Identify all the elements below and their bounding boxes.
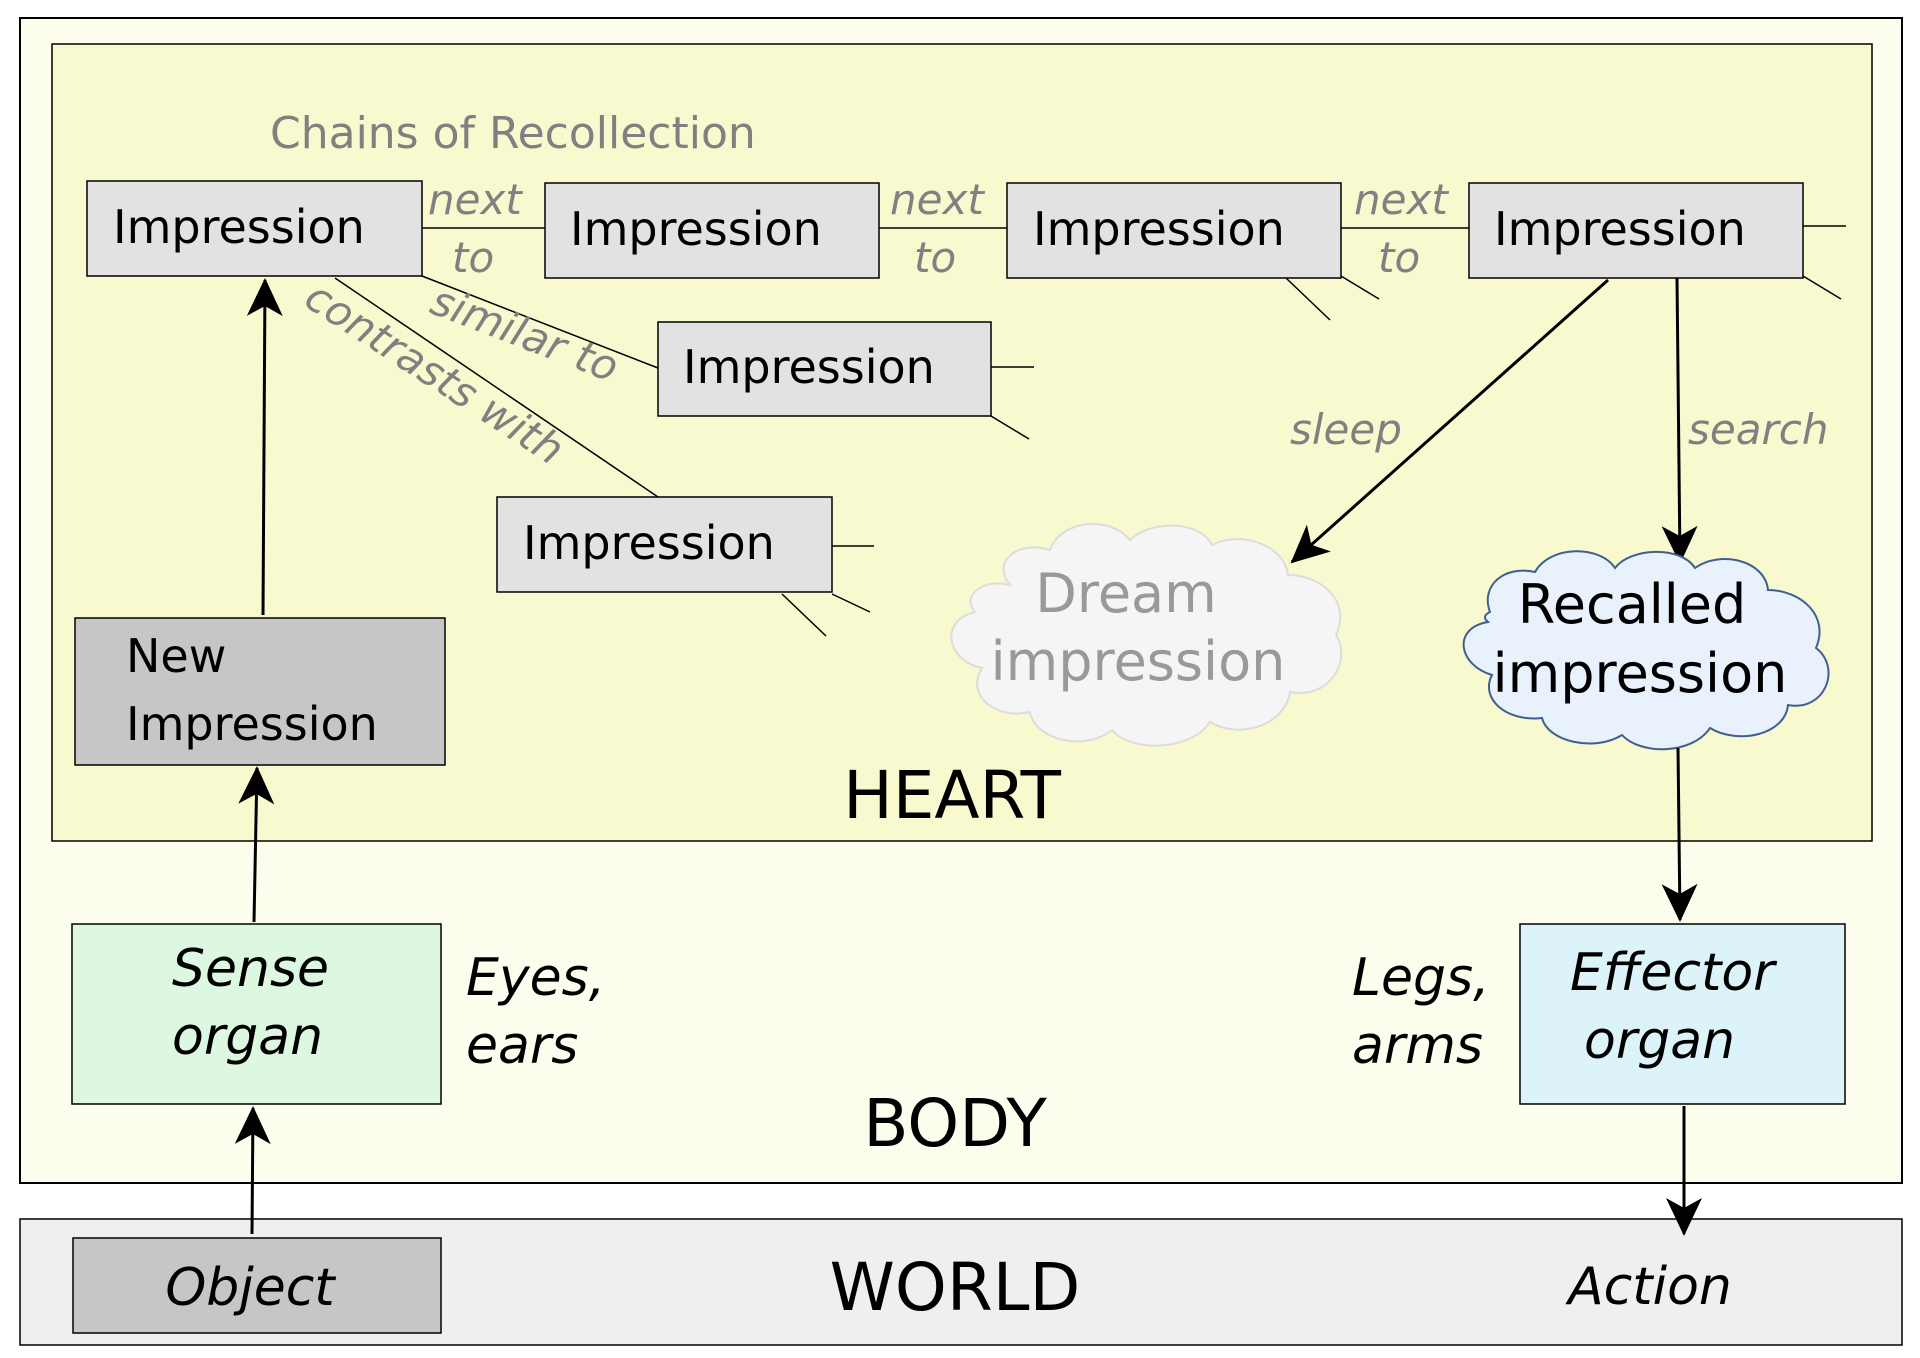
dream-line-2: impression <box>991 630 1286 693</box>
object-to-sense-arrow <box>234 1106 271 1235</box>
to-label-2: to <box>914 233 956 282</box>
impression-5-label: Impression <box>683 340 935 394</box>
heart-label: HEART <box>843 757 1062 834</box>
sense-organ-box: Sense organ <box>71 923 442 1105</box>
sense-note-line-2: ears <box>466 1016 578 1076</box>
effector-note-line-1: Legs, <box>1352 948 1490 1008</box>
recalled-to-effector-arrow <box>1661 747 1698 922</box>
impression-1-label: Impression <box>113 200 365 254</box>
to-label-1: to <box>452 233 494 282</box>
new-impression-box: New Impression <box>74 617 446 766</box>
recalled-line-1: Recalled <box>1518 573 1747 636</box>
impression-4: Impression <box>1468 182 1804 279</box>
effector-line-2: organ <box>1584 1011 1735 1071</box>
effector-note-line-2: arms <box>1352 1016 1483 1076</box>
action-label: Action <box>1565 1257 1732 1317</box>
sleep-arrow <box>1290 278 1609 564</box>
world-label: WORLD <box>830 1249 1081 1326</box>
sense-line-1: Sense <box>172 939 329 999</box>
next-label-2: next <box>890 175 985 224</box>
impression-1: Impression <box>86 180 423 277</box>
impression-6: Impression <box>496 496 833 593</box>
search-label: search <box>1688 405 1828 454</box>
object-label: Object <box>165 1258 336 1318</box>
to-label-3: to <box>1378 233 1420 282</box>
next-label-1: next <box>428 175 523 224</box>
body-label: BODY <box>863 1085 1047 1162</box>
next-label-3: next <box>1354 175 1449 224</box>
dream-line-1: Dream <box>1035 562 1217 625</box>
impression-3: Impression <box>1006 182 1342 279</box>
new-to-impression-arrow <box>246 278 283 616</box>
effector-line-1: Effector <box>1570 943 1778 1003</box>
recalled-cloud: Recalled impression <box>1462 550 1830 751</box>
chain-connectors <box>334 225 1846 637</box>
impression-2: Impression <box>544 182 880 279</box>
sense-line-2: organ <box>172 1007 323 1067</box>
dream-cloud: Dream impression <box>950 523 1343 747</box>
search-arrow <box>1661 277 1698 564</box>
impression-5: Impression <box>657 321 992 417</box>
sense-note-line-1: Eyes, <box>466 948 605 1008</box>
effector-organ-box: Effector organ <box>1519 923 1846 1105</box>
impression-3-label: Impression <box>1033 202 1285 256</box>
new-impression-line-2: Impression <box>126 697 378 751</box>
sleep-label: sleep <box>1290 405 1402 454</box>
object-box: Object <box>72 1237 442 1334</box>
recalled-line-2: impression <box>1493 642 1788 705</box>
impression-2-label: Impression <box>570 202 822 256</box>
new-impression-line-1: New <box>126 629 226 683</box>
impression-6-label: Impression <box>523 516 775 570</box>
chain-title: Chains of Recollection <box>270 108 756 159</box>
sense-to-new-arrow <box>238 766 275 923</box>
impression-4-label: Impression <box>1494 202 1746 256</box>
